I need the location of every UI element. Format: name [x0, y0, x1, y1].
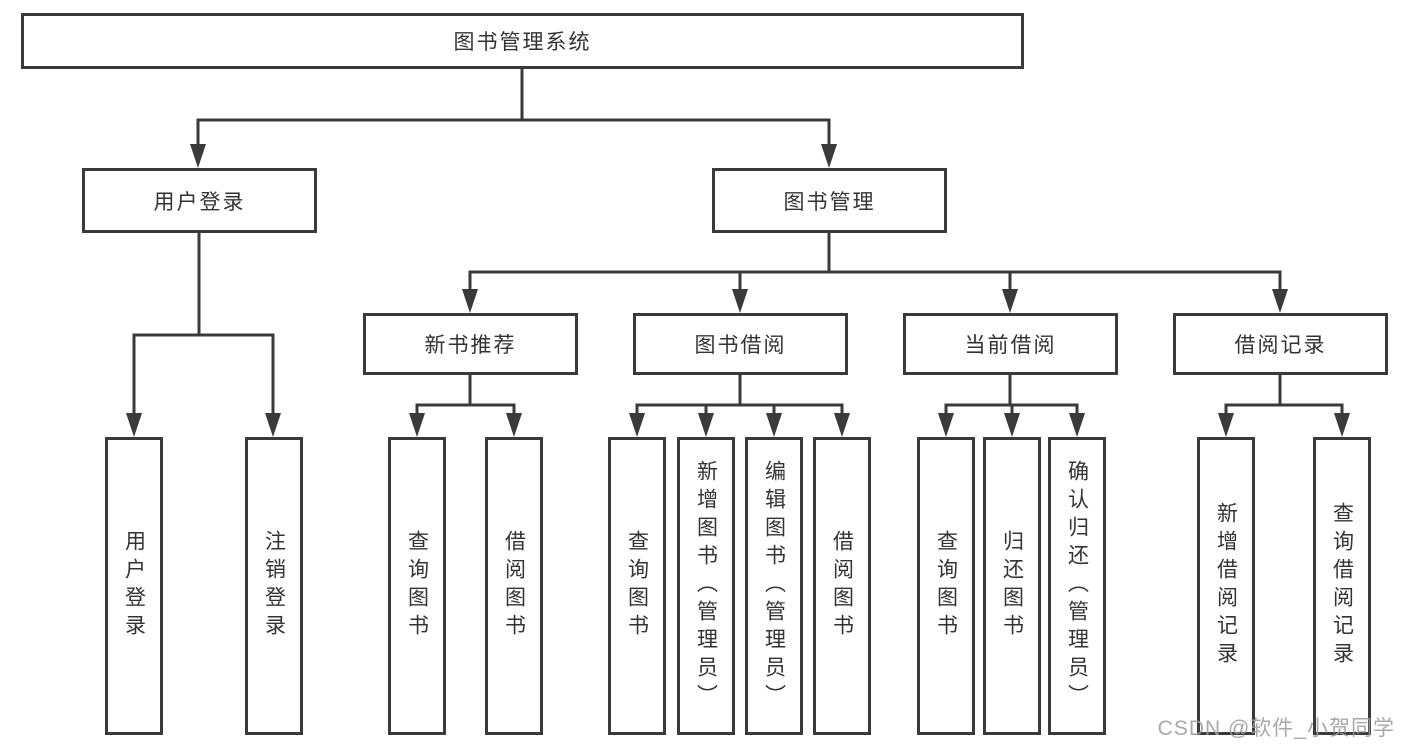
leaf-user-login-label: 用户登录 [122, 530, 146, 642]
leaf-query-book-borrow: 查询图书 [608, 437, 666, 735]
connector-current-to-leaves [938, 375, 1085, 437]
node-user-login: 用户登录 [82, 168, 317, 233]
leaf-query-borrow-record: 查询借阅记录 [1313, 437, 1371, 735]
leaf-query-book-recommend-label: 查询图书 [405, 530, 429, 642]
leaf-user-login: 用户登录 [105, 437, 163, 735]
leaf-confirm-return-admin: 确认归还（管理员） [1048, 437, 1106, 735]
node-borrow-records-label: 借阅记录 [1234, 334, 1327, 357]
node-book-management-label: 图书管理 [783, 190, 876, 214]
node-new-book-recommend: 新书推荐 [363, 313, 578, 375]
leaf-query-book-recommend: 查询图书 [388, 437, 446, 735]
leaf-add-borrow-record: 新增借阅记录 [1197, 437, 1255, 735]
leaf-logout-label: 注销登录 [262, 530, 286, 642]
leaf-return-book: 归还图书 [983, 437, 1041, 735]
connector-userlogin-to-leaves [126, 233, 281, 437]
node-new-book-recommend-label: 新书推荐 [424, 334, 517, 357]
leaf-borrow-book-recommend: 借阅图书 [485, 437, 543, 735]
leaf-query-book-current: 查询图书 [917, 437, 975, 735]
connector-root-to-level2 [190, 69, 837, 168]
leaf-add-book-admin: 新增图书（管理员） [677, 437, 735, 735]
node-root: 图书管理系统 [21, 13, 1024, 69]
leaf-query-borrow-record-label: 查询借阅记录 [1330, 502, 1354, 670]
leaf-confirm-return-admin-label: 确认归还（管理员） [1065, 460, 1089, 712]
node-book-borrow: 图书借阅 [633, 313, 848, 375]
node-borrow-records: 借阅记录 [1173, 313, 1388, 375]
leaf-add-book-admin-label: 新增图书（管理员） [694, 460, 718, 712]
leaf-query-book-current-label: 查询图书 [934, 530, 958, 642]
node-user-login-label: 用户登录 [153, 190, 246, 214]
leaf-query-book-borrow-label: 查询图书 [625, 530, 649, 642]
leaf-borrow-book: 借阅图书 [813, 437, 871, 735]
leaf-return-book-label: 归还图书 [1000, 530, 1024, 642]
leaf-borrow-book-recommend-label: 借阅图书 [502, 530, 526, 642]
connector-records-to-leaves [1218, 375, 1350, 437]
leaf-borrow-book-label: 借阅图书 [830, 530, 854, 642]
node-root-label: 图书管理系统 [453, 31, 592, 54]
node-current-borrow: 当前借阅 [903, 313, 1118, 375]
node-book-management: 图书管理 [712, 168, 947, 233]
node-book-borrow-label: 图书借阅 [694, 334, 787, 357]
leaf-add-borrow-record-label: 新增借阅记录 [1214, 502, 1238, 670]
connector-newbooks-to-leaves [409, 375, 522, 437]
leaf-edit-book-admin: 编辑图书（管理员） [745, 437, 803, 735]
leaf-edit-book-admin-label: 编辑图书（管理员） [762, 460, 786, 712]
connector-bookmgmt-to-level3 [462, 233, 1288, 313]
node-current-borrow-label: 当前借阅 [964, 334, 1057, 357]
watermark: CSDN @软件_小贺同学 [1157, 717, 1395, 740]
connector-borrow-to-leaves [629, 375, 850, 437]
leaf-logout: 注销登录 [245, 437, 303, 735]
